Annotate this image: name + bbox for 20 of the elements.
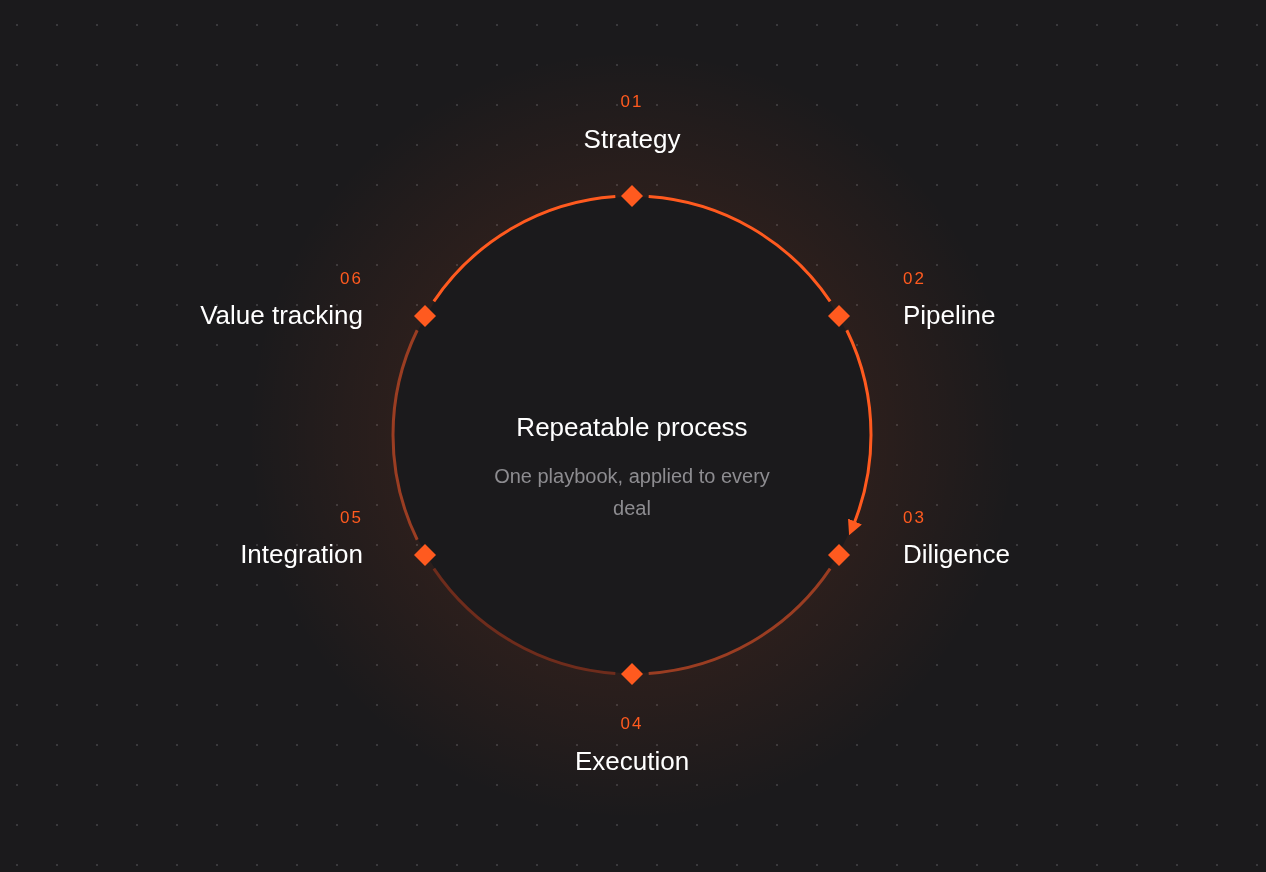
step-number: 02 [902, 268, 926, 289]
step-number: 04 [620, 714, 644, 734]
arc-connector [391, 329, 419, 541]
center-description: One playbook, applied to every deal [493, 464, 771, 521]
arc-connector [432, 195, 616, 303]
step-label: Pipeline [902, 299, 996, 330]
center-heading: Repeatable process [515, 411, 749, 443]
step-label: Strategy [583, 123, 681, 155]
step-label: Diligence [902, 538, 1010, 569]
step-label: Value tracking [200, 299, 363, 330]
arc-connector [845, 329, 873, 536]
step-number: 05 [340, 507, 363, 528]
arc-connector [648, 567, 832, 675]
step-label: Integration [240, 538, 363, 569]
arc-connector [648, 195, 832, 303]
step-number: 03 [902, 507, 926, 528]
arc-connector [432, 567, 616, 675]
step-number: 06 [340, 268, 363, 289]
step-label: Execution [574, 745, 690, 777]
step-number: 01 [620, 92, 644, 112]
